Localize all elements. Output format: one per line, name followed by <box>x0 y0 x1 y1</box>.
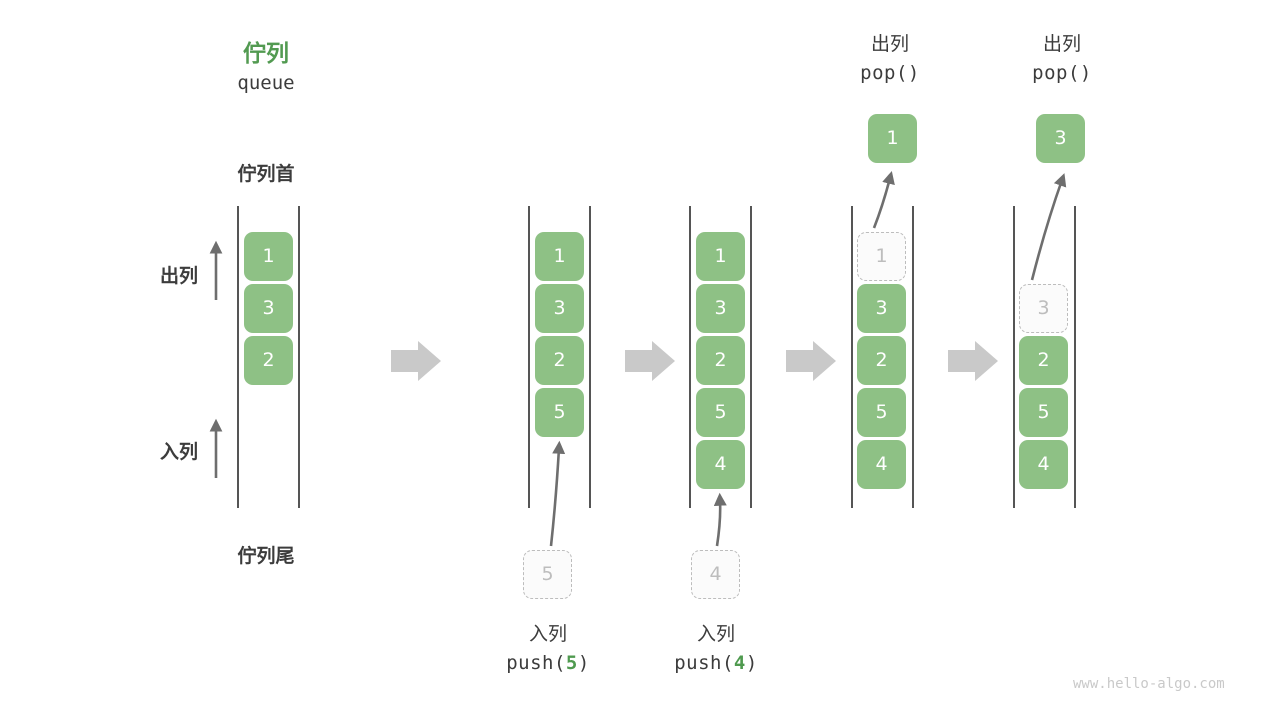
queue-rail-right <box>1074 206 1076 508</box>
removed-cell: 1 <box>857 232 906 281</box>
push-code-prefix: push( <box>506 652 566 675</box>
pending-push-cell: 4 <box>691 550 740 599</box>
queue-rail-right <box>912 206 914 508</box>
queue-rail-right <box>589 206 591 508</box>
push-code-suffix: ) <box>745 652 758 675</box>
flow-arrow <box>786 341 836 381</box>
push-arrow-4 <box>713 492 727 547</box>
queue-cell: 3 <box>535 284 584 333</box>
queue-rail-left <box>237 206 239 508</box>
push-caption-code: push(5) <box>458 649 638 678</box>
queue-cell: 5 <box>696 388 745 437</box>
pop-arrow-1 <box>872 170 895 229</box>
queue-cell: 5 <box>857 388 906 437</box>
push-caption-5: 入列 push(5) <box>458 620 638 679</box>
queue-cell: 2 <box>696 336 745 385</box>
queue-cell: 5 <box>1019 388 1068 437</box>
queue-cell: 2 <box>535 336 584 385</box>
queue-tail-label: 佇列尾 <box>237 545 295 567</box>
queue-rail-left <box>851 206 853 508</box>
flow-arrow <box>391 341 441 381</box>
pop-caption-code: pop() <box>860 62 920 85</box>
dequeue-direction-label: 出列 <box>159 265 198 287</box>
flow-arrow <box>625 341 675 381</box>
pop-caption-cn: 出列 <box>1042 33 1081 55</box>
queue-rail-right <box>750 206 752 508</box>
push-caption-code: push(4) <box>626 649 806 678</box>
pop-caption-cn: 出列 <box>870 33 909 55</box>
pending-push-cell: 5 <box>523 550 572 599</box>
popped-cell: 1 <box>868 114 917 163</box>
queue-rail-left <box>528 206 530 508</box>
diagram-title-cn: 佇列 <box>243 41 289 67</box>
queue-cell: 2 <box>857 336 906 385</box>
push-code-suffix: ) <box>577 652 590 675</box>
pop-caption-3: 出列 pop() <box>972 30 1152 89</box>
push-caption-cn: 入列 <box>528 623 567 645</box>
popped-cell: 3 <box>1036 114 1085 163</box>
queue-cell: 2 <box>244 336 293 385</box>
removed-cell: 3 <box>1019 284 1068 333</box>
queue-cell: 1 <box>696 232 745 281</box>
push-code-value: 5 <box>565 652 578 675</box>
queue-cell: 3 <box>244 284 293 333</box>
push-caption-4: 入列 push(4) <box>626 620 806 679</box>
pop-caption-1: 出列 pop() <box>800 30 980 89</box>
queue-cell: 3 <box>696 284 745 333</box>
queue-cell: 5 <box>535 388 584 437</box>
push-code-value: 4 <box>733 652 746 675</box>
queue-cell: 4 <box>696 440 745 489</box>
pop-caption-code: pop() <box>1032 62 1092 85</box>
queue-cell: 3 <box>857 284 906 333</box>
queue-cell: 4 <box>1019 440 1068 489</box>
diagram-title-en: queue <box>237 72 295 94</box>
queue-cell: 1 <box>244 232 293 281</box>
flow-arrow <box>948 341 998 381</box>
queue-cell: 4 <box>857 440 906 489</box>
push-caption-cn: 入列 <box>696 623 735 645</box>
push-code-prefix: push( <box>674 652 734 675</box>
pop-arrow-3 <box>1030 173 1067 281</box>
watermark: www.hello-algo.com <box>1073 676 1225 692</box>
queue-head-label: 佇列首 <box>237 163 295 185</box>
queue-rail-left <box>689 206 691 508</box>
enqueue-direction-label: 入列 <box>159 441 198 463</box>
queue-cell: 2 <box>1019 336 1068 385</box>
queue-cell: 1 <box>535 232 584 281</box>
queue-rail-left <box>1013 206 1015 508</box>
queue-rail-right <box>298 206 300 508</box>
push-arrow-5 <box>549 440 566 547</box>
